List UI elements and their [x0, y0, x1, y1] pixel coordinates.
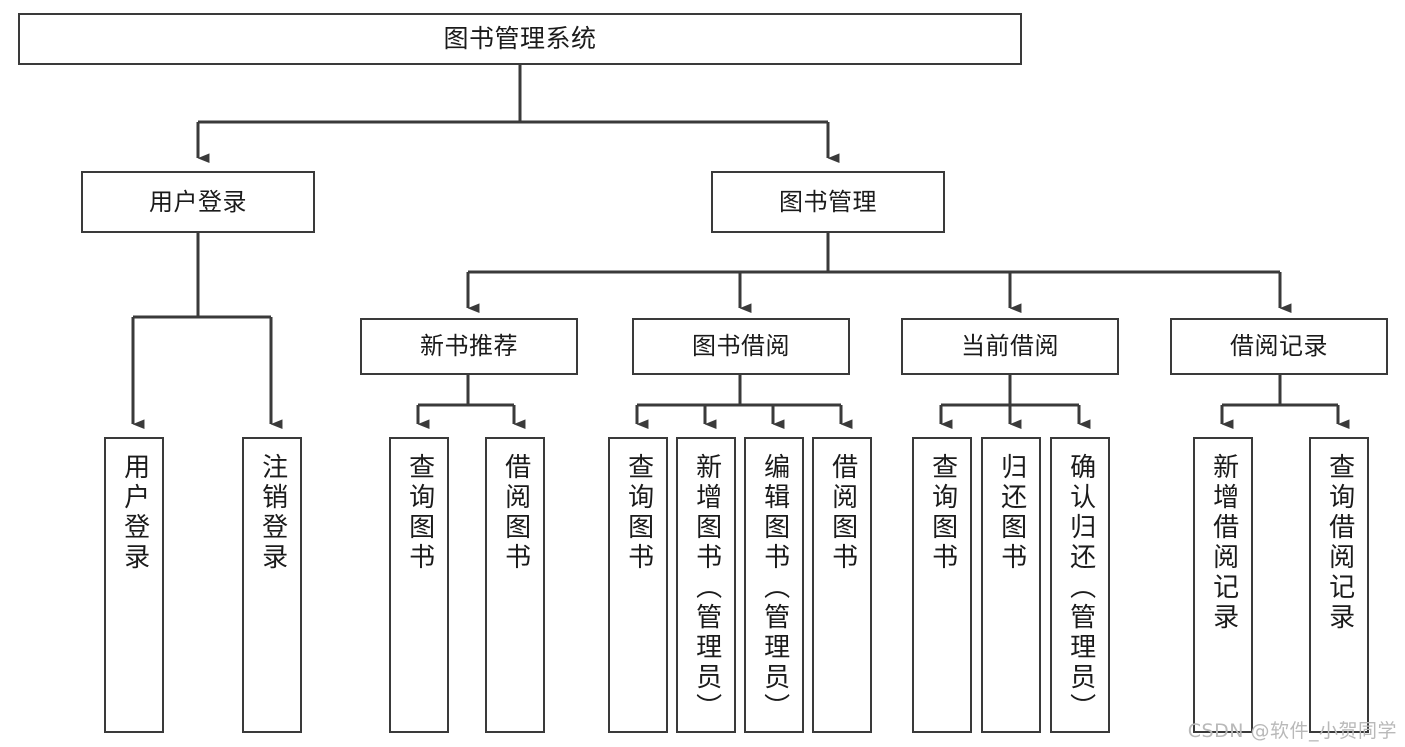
leaf-query-book-borrow[interactable]: 查询图书 [608, 437, 668, 733]
node-label: 借阅图书 [827, 453, 858, 573]
node-label: 借阅记录 [1230, 332, 1328, 361]
watermark-credit: CSDN @软件_小贺同学 [1187, 720, 1397, 742]
node-label: 借阅图书 [500, 453, 531, 573]
leaf-query-borrow-record[interactable]: 查询借阅记录 [1309, 437, 1369, 733]
node-user-login[interactable]: 用户登录 [81, 171, 315, 233]
leaf-user-login[interactable]: 用户登录 [104, 437, 164, 733]
node-label: 用户登录 [119, 453, 150, 573]
node-new-book-recommend[interactable]: 新书推荐 [360, 318, 578, 375]
leaf-edit-book-admin[interactable]: 编辑图书（管理员） [744, 437, 804, 733]
node-label: 图书管理 [779, 187, 877, 216]
leaf-return-book[interactable]: 归还图书 [981, 437, 1041, 733]
node-label: 查询图书 [927, 453, 958, 573]
node-label: 图书管理系统 [443, 24, 597, 53]
node-book-borrow[interactable]: 图书借阅 [632, 318, 850, 375]
node-label: 新增借阅记录 [1208, 453, 1239, 633]
node-label: 新增图书（管理员） [691, 453, 722, 723]
node-label: 用户登录 [149, 187, 247, 216]
leaf-add-borrow-record[interactable]: 新增借阅记录 [1193, 437, 1253, 733]
leaf-logout-login[interactable]: 注销登录 [242, 437, 302, 733]
node-label: 归还图书 [996, 453, 1027, 573]
node-label: 确认归还（管理员） [1065, 453, 1096, 723]
leaf-borrow-book-new-recommend[interactable]: 借阅图书 [485, 437, 545, 733]
node-label: 查询图书 [404, 453, 435, 573]
leaf-query-book-new-recommend[interactable]: 查询图书 [389, 437, 449, 733]
leaf-query-book-current[interactable]: 查询图书 [912, 437, 972, 733]
leaf-confirm-return-admin[interactable]: 确认归还（管理员） [1050, 437, 1110, 733]
leaf-add-book-admin[interactable]: 新增图书（管理员） [676, 437, 736, 733]
node-label: 查询借阅记录 [1324, 453, 1355, 633]
node-book-manage[interactable]: 图书管理 [711, 171, 945, 233]
node-borrow-record[interactable]: 借阅记录 [1170, 318, 1388, 375]
node-label: 新书推荐 [420, 332, 518, 361]
node-root-book-management-system[interactable]: 图书管理系统 [18, 13, 1022, 65]
node-current-borrow[interactable]: 当前借阅 [901, 318, 1119, 375]
leaf-borrow-book-borrow[interactable]: 借阅图书 [812, 437, 872, 733]
node-label: 注销登录 [257, 453, 288, 573]
node-label: 编辑图书（管理员） [759, 453, 790, 723]
node-label: 当前借阅 [961, 332, 1059, 361]
node-label: 图书借阅 [692, 332, 790, 361]
node-label: 查询图书 [623, 453, 654, 573]
